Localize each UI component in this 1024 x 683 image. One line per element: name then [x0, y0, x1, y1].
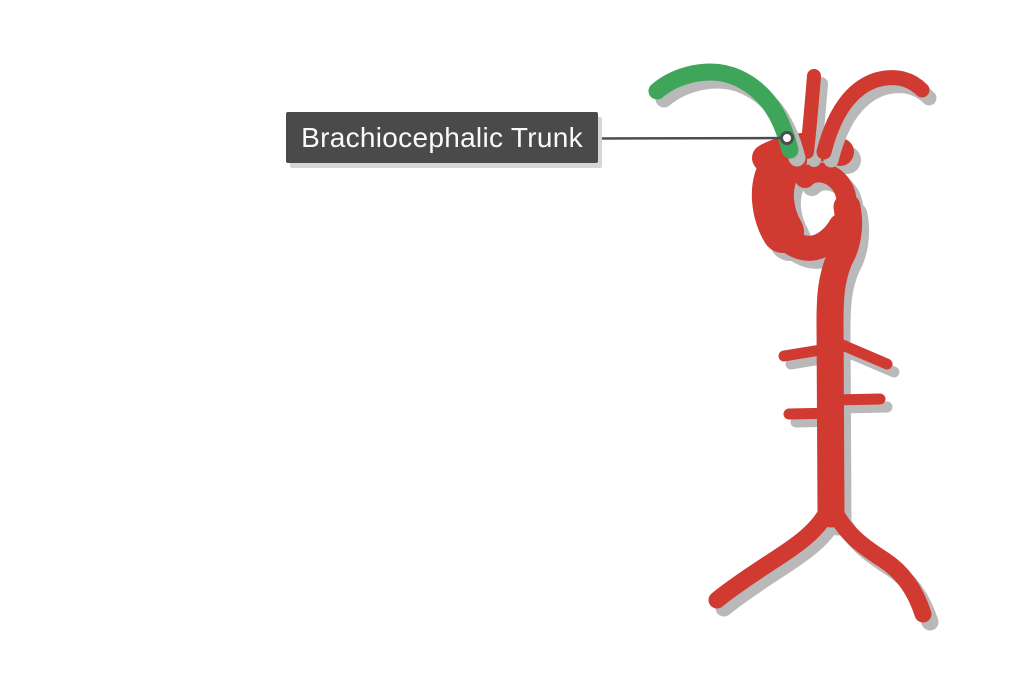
abdominal-branch-lower-left [783, 407, 843, 420]
brachiocephalic-trunk-highlight[interactable] [648, 63, 799, 159]
highlight-group [648, 63, 799, 159]
descending-aorta [816, 193, 863, 528]
abdominal-branch-lower-right [827, 393, 886, 406]
callout-leader-line [597, 136, 788, 140]
common-carotid-artery [800, 69, 821, 159]
aorta-body-group [708, 132, 932, 623]
subclavian-group [816, 70, 930, 160]
callout-anchor-ring [780, 131, 794, 145]
carotid-group [800, 69, 821, 159]
label-text: Brachiocephalic Trunk [301, 121, 583, 153]
abdominal-branch-upper-right [827, 335, 893, 370]
right-common-iliac-artery [823, 497, 932, 623]
subclavian-artery [816, 70, 930, 160]
label-box[interactable]: Brachiocephalic Trunk [286, 112, 598, 163]
left-common-iliac-artery [708, 497, 839, 609]
